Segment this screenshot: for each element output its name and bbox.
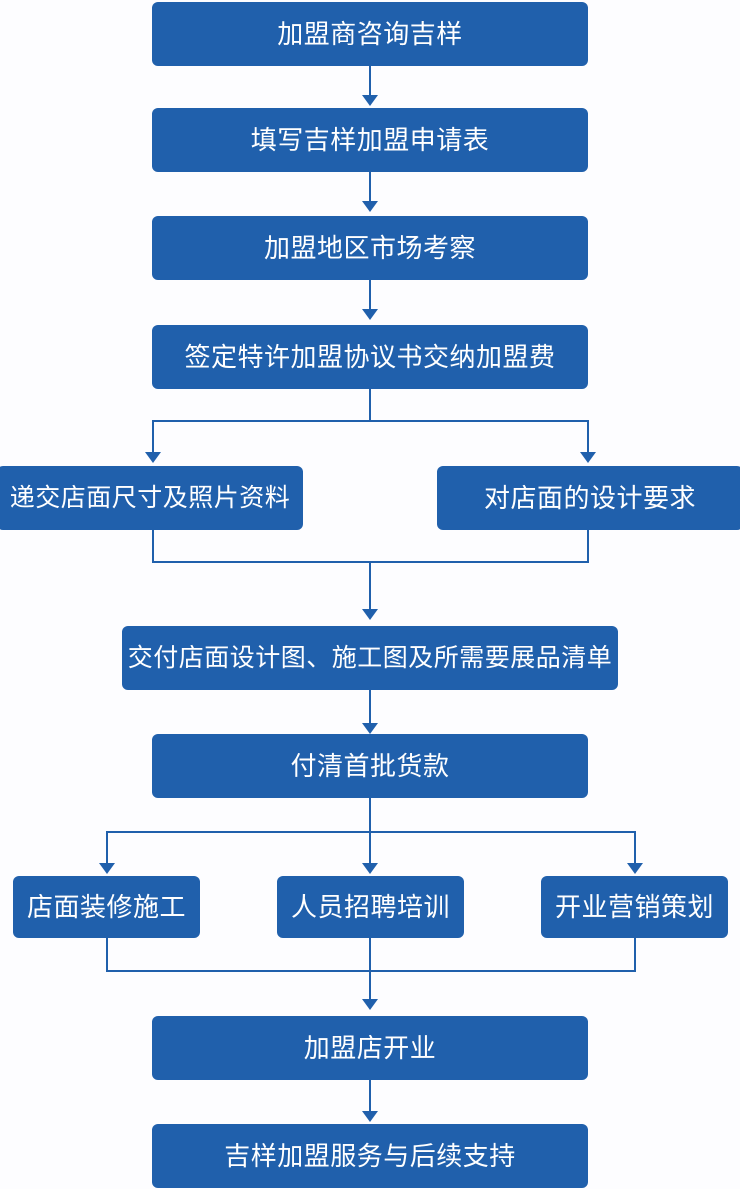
connector-n4-split-left-drop <box>152 420 154 455</box>
flow-node-store-renovation[interactable]: 店面装修施工 <box>13 876 200 938</box>
connector-n7-split-bar <box>106 831 636 833</box>
arrowhead-n7-n8c <box>627 863 643 874</box>
flow-node-store-design-requirements[interactable]: 对店面的设计要求 <box>437 466 740 530</box>
arrowhead-n8-n9 <box>362 999 378 1010</box>
connector-n8b-merge-drop <box>369 938 371 972</box>
arrowhead-n1-n2 <box>362 95 378 106</box>
arrowhead-n6-n7 <box>362 723 378 734</box>
connector-n8-merge-stem <box>369 970 371 1002</box>
connector-n2-n3 <box>369 172 371 204</box>
connector-n4-split-stem <box>369 389 371 422</box>
arrowhead-n7-n8b <box>362 863 378 874</box>
connector-n8a-merge-drop <box>106 938 108 972</box>
connector-n8-merge-bar <box>106 970 636 972</box>
connector-n5-merge-stem <box>369 561 371 611</box>
arrowhead-n7-n8a <box>99 863 115 874</box>
connector-n7-split-left-drop <box>106 831 108 866</box>
flow-node-opening-marketing-plan[interactable]: 开业营销策划 <box>541 876 728 938</box>
connector-n7-split-right-drop <box>634 831 636 866</box>
connector-n4-split-right-drop <box>587 420 589 455</box>
flow-node-pay-first-batch[interactable]: 付清首批货款 <box>152 734 588 798</box>
arrowhead-n3-n4 <box>362 309 378 320</box>
flow-node-ongoing-support[interactable]: 吉样加盟服务与后续支持 <box>152 1124 588 1188</box>
flow-node-store-opening[interactable]: 加盟店开业 <box>152 1016 588 1080</box>
connector-n8c-merge-drop <box>634 938 636 972</box>
arrowhead-n9-n10 <box>362 1111 378 1122</box>
connector-n9-n10 <box>369 1080 371 1114</box>
flow-node-market-survey[interactable]: 加盟地区市场考察 <box>152 216 588 280</box>
flow-node-deliver-design-drawings[interactable]: 交付店面设计图、施工图及所需要展品清单 <box>122 626 618 690</box>
arrowhead-n4-n5b <box>580 452 596 463</box>
flow-node-submit-store-dimensions[interactable]: 递交店面尺寸及照片资料 <box>0 466 303 530</box>
flow-node-application-form[interactable]: 填写吉样加盟申请表 <box>152 108 588 172</box>
connector-n4-split-bar <box>152 420 589 422</box>
arrowhead-n5-n6 <box>362 609 378 620</box>
flow-node-consult[interactable]: 加盟商咨询吉样 <box>152 2 588 66</box>
connector-n6-n7 <box>369 690 371 726</box>
flow-node-sign-agreement[interactable]: 签定特许加盟协议书交纳加盟费 <box>152 325 588 389</box>
arrowhead-n4-n5a <box>145 452 161 463</box>
connector-n7-split-stem <box>369 798 371 833</box>
connector-n5a-merge-drop <box>152 530 154 563</box>
flow-node-staff-recruitment-training[interactable]: 人员招聘培训 <box>277 876 464 938</box>
connector-n1-n2 <box>369 66 371 98</box>
connector-n3-n4 <box>369 280 371 312</box>
arrowhead-n2-n3 <box>362 201 378 212</box>
connector-n5b-merge-drop <box>587 530 589 563</box>
connector-n7-split-mid-drop <box>369 831 371 866</box>
